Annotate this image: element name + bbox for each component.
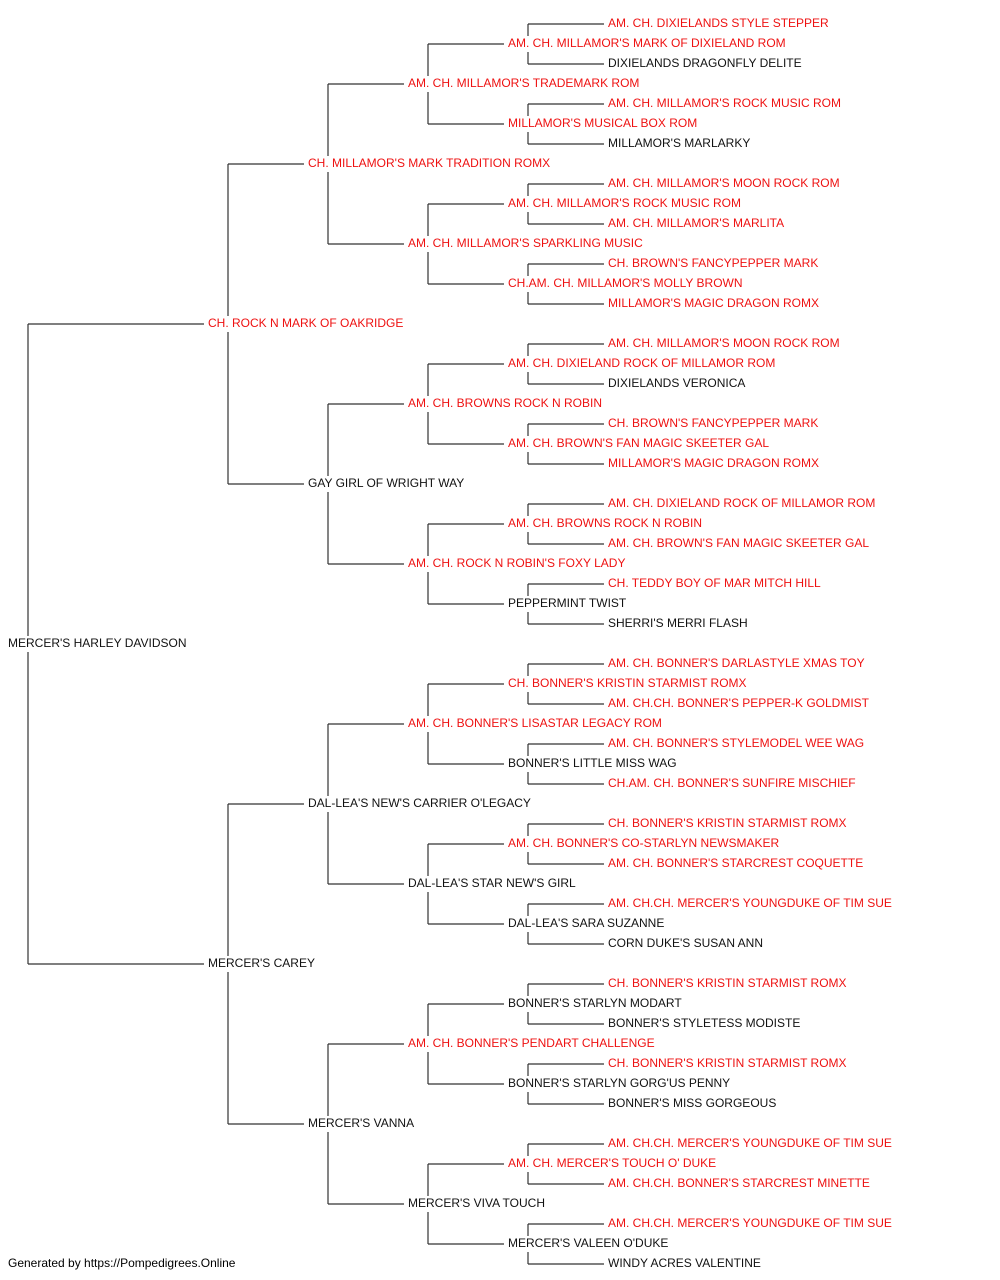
- ancestor-name[interactable]: AM. CH. DIXIELANDS STYLE STEPPER: [608, 16, 829, 30]
- ancestor-name[interactable]: AM. CH. DIXIELAND ROCK OF MILLAMOR ROM: [508, 356, 775, 370]
- ancestor-name[interactable]: MERCER'S VANNA: [308, 1116, 414, 1130]
- ancestor-name[interactable]: BONNER'S STARLYN MODART: [508, 996, 682, 1010]
- ancestor-name[interactable]: AM. CH. MILLAMOR'S ROCK MUSIC ROM: [508, 196, 741, 210]
- ancestor-name[interactable]: BONNER'S LITTLE MISS WAG: [508, 756, 677, 770]
- ancestor-name[interactable]: CH. MILLAMOR'S MARK TRADITION ROMX: [308, 156, 550, 170]
- ancestor-name[interactable]: DIXIELANDS VERONICA: [608, 376, 745, 390]
- ancestor-name[interactable]: AM. CH. BROWNS ROCK N ROBIN: [408, 396, 602, 410]
- ancestor-name[interactable]: AM. CH. MILLAMOR'S MOON ROCK ROM: [608, 336, 840, 350]
- ancestor-name[interactable]: BONNER'S STYLETESS MODISTE: [608, 1016, 800, 1030]
- ancestor-name[interactable]: MILLAMOR'S MUSICAL BOX ROM: [508, 116, 697, 130]
- ancestor-name[interactable]: AM. CH. BROWNS ROCK N ROBIN: [508, 516, 702, 530]
- ancestor-name[interactable]: PEPPERMINT TWIST: [508, 596, 627, 610]
- ancestor-name[interactable]: SHERRI'S MERRI FLASH: [608, 616, 748, 630]
- ancestor-name[interactable]: DAL-LEA'S NEW'S CARRIER O'LEGACY: [308, 796, 531, 810]
- ancestor-name[interactable]: MERCER'S VALEEN O'DUKE: [508, 1236, 668, 1250]
- ancestor-name[interactable]: CH.AM. CH. MILLAMOR'S MOLLY BROWN: [508, 276, 743, 290]
- ancestor-name[interactable]: AM. CH. MILLAMOR'S TRADEMARK ROM: [408, 76, 639, 90]
- ancestor-name[interactable]: AM. CH. BONNER'S STYLEMODEL WEE WAG: [608, 736, 864, 750]
- ancestor-name[interactable]: AM. CH. BONNER'S LISASTAR LEGACY ROM: [408, 716, 662, 730]
- ancestor-name[interactable]: AM. CH. BONNER'S CO-STARLYN NEWSMAKER: [508, 836, 780, 850]
- ancestor-name[interactable]: DIXIELANDS DRAGONFLY DELITE: [608, 56, 802, 70]
- ancestor-name[interactable]: AM. CH. DIXIELAND ROCK OF MILLAMOR ROM: [608, 496, 875, 510]
- subject-dog-name[interactable]: MERCER'S HARLEY DAVIDSON: [8, 636, 187, 650]
- ancestor-name[interactable]: AM. CH. MERCER'S TOUCH O' DUKE: [508, 1156, 716, 1170]
- ancestor-name[interactable]: CH. BROWN'S FANCYPEPPER MARK: [608, 256, 818, 270]
- ancestor-name[interactable]: CORN DUKE'S SUSAN ANN: [608, 936, 763, 950]
- ancestor-name[interactable]: MILLAMOR'S MARLARKY: [608, 136, 750, 150]
- ancestor-name[interactable]: CH. BONNER'S KRISTIN STARMIST ROMX: [608, 1056, 847, 1070]
- ancestor-name[interactable]: CH. BONNER'S KRISTIN STARMIST ROMX: [608, 816, 847, 830]
- ancestor-name[interactable]: AM. CH. MILLAMOR'S MARLITA: [608, 216, 784, 230]
- ancestor-name[interactable]: WINDY ACRES VALENTINE: [608, 1256, 761, 1270]
- ancestor-name[interactable]: CH. BONNER'S KRISTIN STARMIST ROMX: [608, 976, 847, 990]
- ancestor-name[interactable]: BONNER'S STARLYN GORG'US PENNY: [508, 1076, 730, 1090]
- ancestor-name[interactable]: AM. CH. BROWN'S FAN MAGIC SKEETER GAL: [608, 536, 869, 550]
- ancestor-name[interactable]: CH. BROWN'S FANCYPEPPER MARK: [608, 416, 818, 430]
- ancestor-name[interactable]: AM. CH.CH. BONNER'S PEPPER-K GOLDMIST: [608, 696, 870, 710]
- ancestor-name[interactable]: GAY GIRL OF WRIGHT WAY: [308, 476, 464, 490]
- ancestor-name[interactable]: AM. CH.CH. MERCER'S YOUNGDUKE OF TIM SUE: [608, 896, 892, 910]
- ancestor-name[interactable]: CH.AM. CH. BONNER'S SUNFIRE MISCHIEF: [608, 776, 856, 790]
- ancestor-name[interactable]: AM. CH.CH. MERCER'S YOUNGDUKE OF TIM SUE: [608, 1216, 892, 1230]
- ancestor-name[interactable]: MILLAMOR'S MAGIC DRAGON ROMX: [608, 456, 819, 470]
- ancestor-name[interactable]: MILLAMOR'S MAGIC DRAGON ROMX: [608, 296, 819, 310]
- ancestor-name[interactable]: AM. CH. MILLAMOR'S ROCK MUSIC ROM: [608, 96, 841, 110]
- ancestor-name[interactable]: CH. BONNER'S KRISTIN STARMIST ROMX: [508, 676, 747, 690]
- ancestor-name[interactable]: AM. CH. MILLAMOR'S MARK OF DIXIELAND ROM: [508, 36, 786, 50]
- ancestor-name[interactable]: AM. CH. BONNER'S STARCREST COQUETTE: [608, 856, 863, 870]
- ancestor-name[interactable]: MERCER'S CAREY: [208, 956, 315, 970]
- ancestor-name[interactable]: AM. CH. MILLAMOR'S SPARKLING MUSIC: [408, 236, 643, 250]
- ancestor-name[interactable]: DAL-LEA'S SARA SUZANNE: [508, 916, 664, 930]
- ancestor-name[interactable]: AM. CH. ROCK N ROBIN'S FOXY LADY: [408, 556, 625, 570]
- ancestor-name[interactable]: DAL-LEA'S STAR NEW'S GIRL: [408, 876, 576, 890]
- ancestor-name[interactable]: CH. ROCK N MARK OF OAKRIDGE: [208, 316, 403, 330]
- ancestor-name[interactable]: AM. CH. BONNER'S PENDART CHALLENGE: [408, 1036, 655, 1050]
- ancestor-name[interactable]: CH. TEDDY BOY OF MAR MITCH HILL: [608, 576, 821, 590]
- ancestor-name[interactable]: AM. CH.CH. BONNER'S STARCREST MINETTE: [608, 1176, 870, 1190]
- ancestor-name[interactable]: AM. CH. BONNER'S DARLASTYLE XMAS TOY: [608, 656, 865, 670]
- ancestor-name[interactable]: MERCER'S VIVA TOUCH: [408, 1196, 545, 1210]
- ancestor-name[interactable]: AM. CH. MILLAMOR'S MOON ROCK ROM: [608, 176, 840, 190]
- ancestor-name[interactable]: AM. CH.CH. MERCER'S YOUNGDUKE OF TIM SUE: [608, 1136, 892, 1150]
- ancestor-name[interactable]: AM. CH. BROWN'S FAN MAGIC SKEETER GAL: [508, 436, 769, 450]
- ancestor-name[interactable]: BONNER'S MISS GORGEOUS: [608, 1096, 776, 1110]
- generated-by-footer: Generated by https://Pompedigrees.Online: [8, 1256, 236, 1270]
